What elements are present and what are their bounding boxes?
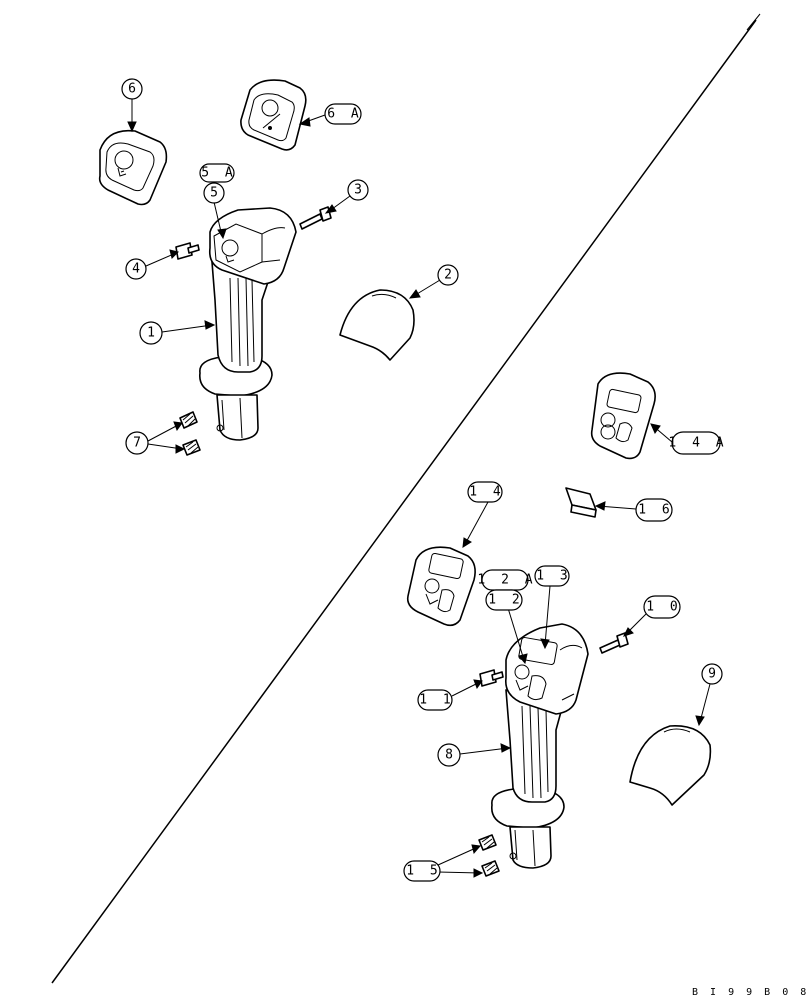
callout-label-16: 1 6 xyxy=(638,503,673,518)
callout-3: 3 xyxy=(324,179,369,214)
callout-12: 1 2 xyxy=(485,589,528,665)
callout-label-10: 1 0 xyxy=(646,600,681,615)
part-6-cover xyxy=(98,129,168,206)
part-8-joystick-handle xyxy=(490,623,589,869)
part-4-screw xyxy=(175,242,200,260)
callout-label-6a: 6 A xyxy=(327,107,362,122)
part-16-switch xyxy=(565,487,597,518)
callout-label-12: 1 2 xyxy=(488,593,523,608)
callout-label-6: 6 xyxy=(128,82,140,97)
callout-label-9: 9 xyxy=(708,667,720,682)
callout-2: 2 xyxy=(408,264,459,299)
callout-10: 1 0 xyxy=(623,595,681,637)
part-10-screw xyxy=(599,632,629,654)
part-9-rear-cover xyxy=(629,725,712,806)
callout-label-7: 7 xyxy=(133,436,145,451)
callout-label-5a: 5 A xyxy=(201,166,236,181)
callout-label-1: 1 xyxy=(147,326,159,341)
callout-label-4: 4 xyxy=(132,262,144,277)
callout-label-2: 2 xyxy=(444,268,456,283)
part-14a-cover xyxy=(590,372,656,460)
callout-8: 8 xyxy=(437,743,512,767)
callout-6a: 6 A xyxy=(298,103,362,127)
callout-label-12a: 1 2 A xyxy=(477,573,536,588)
part-15-spring-pins xyxy=(478,834,500,877)
callout-label-14: 1 4 xyxy=(469,485,504,500)
callout-label-5: 5 xyxy=(210,186,222,201)
part-14-cover xyxy=(406,546,476,627)
callout-5: 5 xyxy=(203,182,227,240)
callout-11: 1 1 xyxy=(417,679,483,711)
callout-12a: 1 2 A xyxy=(477,569,536,591)
callout-label-3: 3 xyxy=(354,183,366,198)
callout-1: 1 xyxy=(139,320,216,345)
callout-13: 1 3 xyxy=(534,565,571,650)
callout-14a: 1 4 A xyxy=(650,423,727,455)
callout-7: 7 xyxy=(125,421,186,455)
drawing-code: B I 9 9 B 0 8 5 xyxy=(692,987,812,998)
callout-9: 9 xyxy=(695,663,723,727)
part-3-screw xyxy=(299,206,332,230)
part-7-spring-pins xyxy=(179,411,201,456)
part-6a-cover xyxy=(240,79,307,151)
callout-label-13: 1 3 xyxy=(536,569,571,584)
callout-15: 1 5 xyxy=(403,844,484,882)
callout-label-14a: 1 4 A xyxy=(668,436,727,451)
diagonal-divider-line-offset xyxy=(746,13,761,31)
callout-6: 6 xyxy=(121,78,143,133)
part-1-joystick-handle xyxy=(198,207,297,441)
callout-14: 1 4 xyxy=(462,481,504,548)
callout-4: 4 xyxy=(125,249,179,280)
callout-label-15: 1 5 xyxy=(406,864,441,879)
callout-16: 1 6 xyxy=(594,498,673,522)
callout-5a: 5 A xyxy=(199,163,236,183)
part-2-rear-cover xyxy=(339,289,415,361)
diagonal-divider-line xyxy=(51,19,757,984)
part-11-screw xyxy=(479,669,504,687)
callout-label-8: 8 xyxy=(445,748,457,763)
callout-label-11: 1 1 xyxy=(419,693,454,708)
